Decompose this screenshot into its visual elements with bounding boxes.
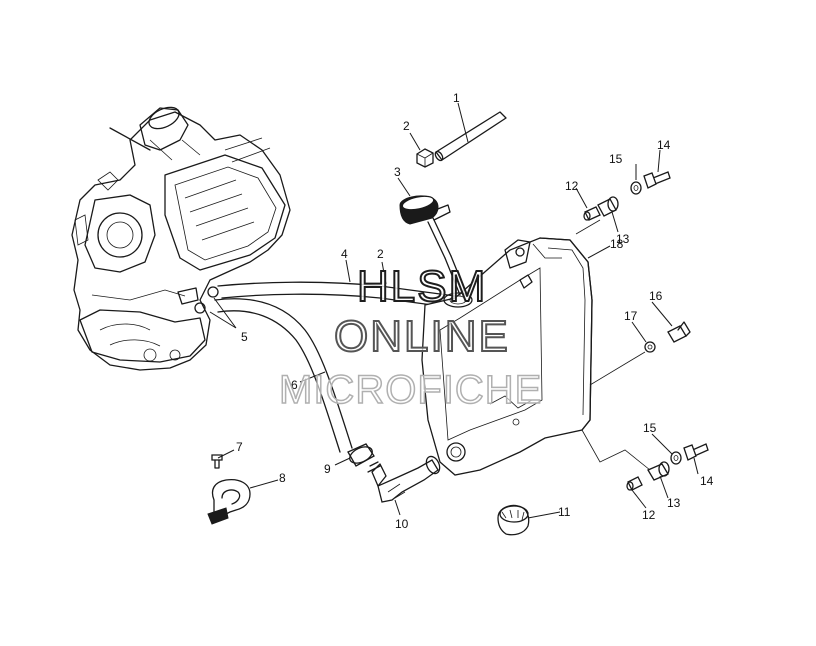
callout-12: 12 — [642, 508, 656, 522]
oil-tank — [421, 237, 593, 476]
callout-14: 14 — [657, 138, 671, 152]
part-7-screw — [211, 454, 223, 469]
callout-13: 13 — [616, 232, 630, 246]
callout-labels: 1 2 2 3 4 5 6 7 8 9 10 11 12 12 13 13 14… — [236, 91, 714, 531]
upper-mount-hardware — [583, 171, 671, 221]
callout-8: 8 — [279, 471, 286, 485]
part-17-washer — [644, 341, 656, 353]
callout-17: 17 — [624, 309, 638, 323]
callout-10: 10 — [395, 517, 409, 531]
callout-7: 7 — [236, 440, 243, 454]
part-3-dipstick — [399, 195, 467, 296]
part-1-tube — [434, 111, 507, 162]
callout-2: 2 — [377, 247, 384, 261]
callout-5: 5 — [241, 330, 248, 344]
leader-lines — [209, 102, 699, 519]
callout-16: 16 — [649, 289, 663, 303]
callout-9: 9 — [324, 462, 331, 476]
callout-6: 6 — [291, 378, 298, 392]
engine-assembly — [71, 106, 291, 371]
callout-12: 12 — [565, 179, 579, 193]
part-11-grommet — [497, 504, 530, 536]
part-2-nut — [416, 148, 434, 168]
callout-14: 14 — [700, 474, 714, 488]
oil-hose-4 — [217, 281, 456, 309]
callout-18: 18 — [610, 237, 624, 251]
oil-hose-6 — [214, 298, 353, 453]
callout-11: 11 — [558, 505, 571, 519]
callout-4: 4 — [341, 247, 348, 261]
lower-mount-hardware — [626, 443, 709, 491]
part-10-elbow-fitting — [367, 455, 441, 503]
part-8-clamp — [207, 478, 251, 525]
callout-2: 2 — [403, 119, 410, 133]
callout-15: 15 — [643, 421, 657, 435]
callout-15: 15 — [609, 152, 623, 166]
callout-1: 1 — [453, 91, 460, 105]
callout-3: 3 — [394, 165, 401, 179]
part-16-fitting — [667, 321, 691, 343]
callout-13: 13 — [667, 496, 681, 510]
part-9-hose-end — [347, 443, 375, 467]
